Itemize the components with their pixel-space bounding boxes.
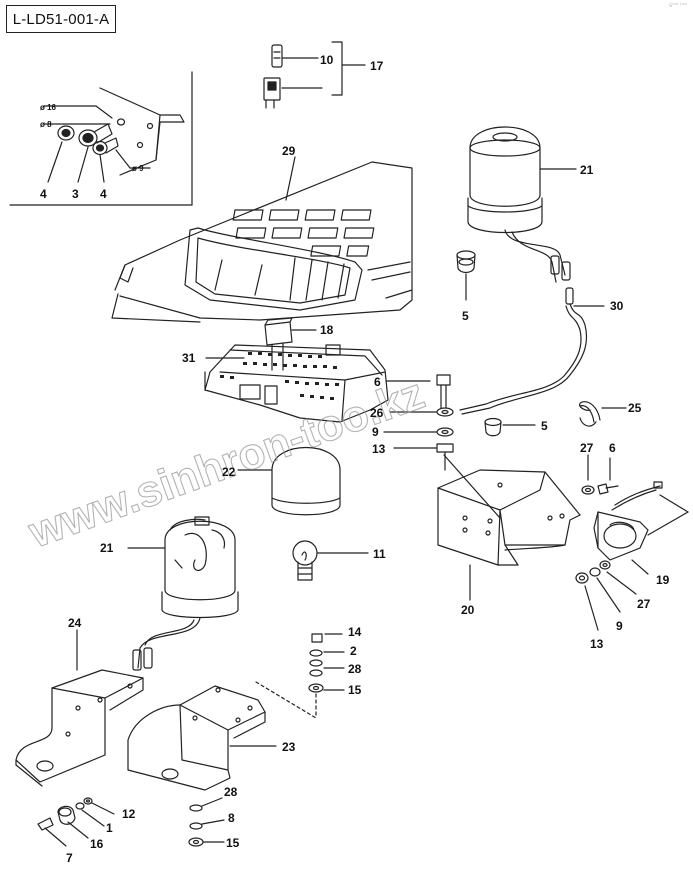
- cab-roof-29: [111, 156, 413, 323]
- callout-5-middle: 5: [541, 419, 548, 433]
- callout-15-upper: 15: [348, 683, 362, 697]
- callout-9-left: 9: [372, 425, 379, 439]
- callout-24: 24: [68, 616, 82, 630]
- beacon-lamp-21-top: [467, 126, 577, 283]
- inset-label-d8: ø 8: [40, 120, 52, 129]
- inset-label-d9: ø 9: [132, 164, 144, 173]
- bulb-11: [292, 540, 369, 581]
- callout-13-right: 13: [590, 637, 604, 651]
- clip-25: [578, 401, 627, 427]
- callout-25: 25: [628, 401, 642, 415]
- diagram-code-box: L-LD51-001-A: [6, 5, 116, 33]
- callout-27-upper: 27: [580, 441, 594, 455]
- beacon-lamp-21-lower: [127, 516, 239, 671]
- callout-31: 31: [182, 351, 196, 365]
- callout-3: 3: [72, 187, 79, 201]
- callout-6-left: 6: [374, 375, 381, 389]
- callout-28-upper: 28: [348, 662, 362, 676]
- callout-5-top: 5: [462, 309, 469, 323]
- callout-29: 29: [282, 144, 296, 158]
- callout-27-lower: 27: [637, 597, 651, 611]
- watermark: www.sinhron-too.kz: [22, 369, 431, 558]
- bolt-stack: [383, 374, 454, 471]
- washers-lower-right: [575, 560, 637, 631]
- bracket-23: [127, 685, 277, 791]
- callout-12: 12: [122, 807, 136, 821]
- callout-4-right: 4: [100, 187, 107, 201]
- fuse-block-31: [204, 344, 389, 423]
- callout-16: 16: [90, 837, 104, 851]
- callout-6-right: 6: [609, 441, 616, 455]
- callout-20: 20: [461, 603, 475, 617]
- callout-7: 7: [66, 851, 73, 865]
- callout-22: 22: [222, 465, 236, 479]
- lens-22: [237, 446, 341, 516]
- inset-detail: [9, 71, 193, 206]
- harness-30: [459, 287, 605, 415]
- callout-14: 14: [348, 625, 362, 639]
- grommet-5-middle: [484, 417, 536, 437]
- callout-2: 2: [350, 644, 357, 658]
- inset-label-d16: ø 16: [40, 103, 57, 112]
- bracket-24: [15, 629, 144, 787]
- grommet-5-top: [456, 250, 476, 301]
- bolt-stack-left: [255, 633, 345, 719]
- callout-19: 19: [656, 573, 670, 587]
- parts-bottom-left: [37, 797, 115, 847]
- callout-1: 1: [106, 821, 113, 835]
- callout-8: 8: [228, 811, 235, 825]
- callout-9-right: 9: [616, 619, 623, 633]
- bolt-27-6-right: [581, 454, 619, 495]
- callout-26: 26: [370, 406, 384, 420]
- washers-bottom-center: [188, 797, 225, 847]
- callout-13-left: 13: [372, 442, 386, 456]
- relay-parts-10-17: [263, 41, 366, 109]
- callout-30: 30: [610, 299, 624, 313]
- bracket-20: [437, 454, 581, 601]
- callout-17: 17: [370, 59, 384, 73]
- callout-23: 23: [282, 740, 296, 754]
- corner-mark: sᵐᵉ ᵗᵒᵒ: [668, 2, 687, 9]
- callout-21-top: 21: [580, 163, 594, 177]
- callout-10: 10: [320, 53, 334, 67]
- relay-18: [205, 317, 317, 371]
- callout-18: 18: [320, 323, 334, 337]
- callout-28-lower: 28: [224, 785, 238, 799]
- callout-15-lower: 15: [226, 836, 240, 850]
- callout-4-left: 4: [40, 187, 47, 201]
- horn-19: [593, 481, 689, 575]
- callout-11: 11: [373, 547, 386, 561]
- callout-21-lower: 21: [100, 541, 114, 555]
